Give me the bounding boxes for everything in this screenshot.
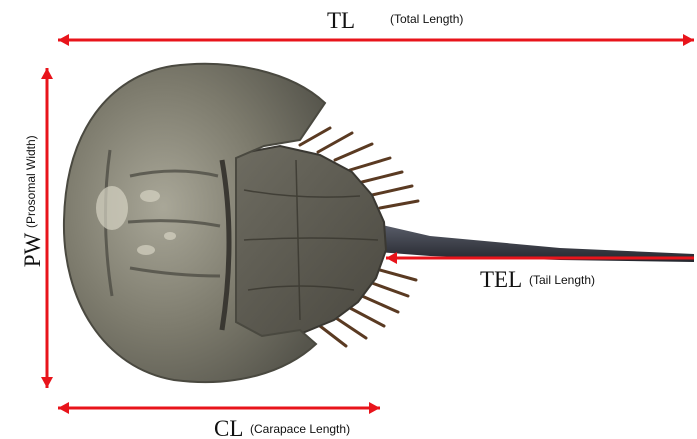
cl-abbr-label: CL (214, 416, 243, 439)
cl-arrow-head-start (58, 402, 69, 414)
cl-full-label: (Carapace Length) (250, 422, 350, 436)
tel-abbr-label: TEL (480, 267, 522, 292)
telson-tail (378, 224, 694, 262)
tl-abbr-label: TL (327, 8, 355, 33)
tl-full-label: (Total Length) (390, 12, 463, 26)
tel-full-label: (Tail Length) (529, 273, 595, 287)
pw-full-label: (Prosomal Width) (24, 135, 38, 228)
pw-abbr-label: PW (20, 232, 45, 267)
pw-arrow-head-start (41, 68, 53, 79)
tel-arrow-head-start (386, 252, 397, 264)
tl-arrow-head-end (683, 34, 694, 46)
cl-arrow-head-end (369, 402, 380, 414)
pw-arrow-head-end (41, 377, 53, 388)
horseshoe-crab-image (64, 64, 694, 382)
opisthosoma (226, 146, 386, 336)
tl-arrow-head-start (58, 34, 69, 46)
